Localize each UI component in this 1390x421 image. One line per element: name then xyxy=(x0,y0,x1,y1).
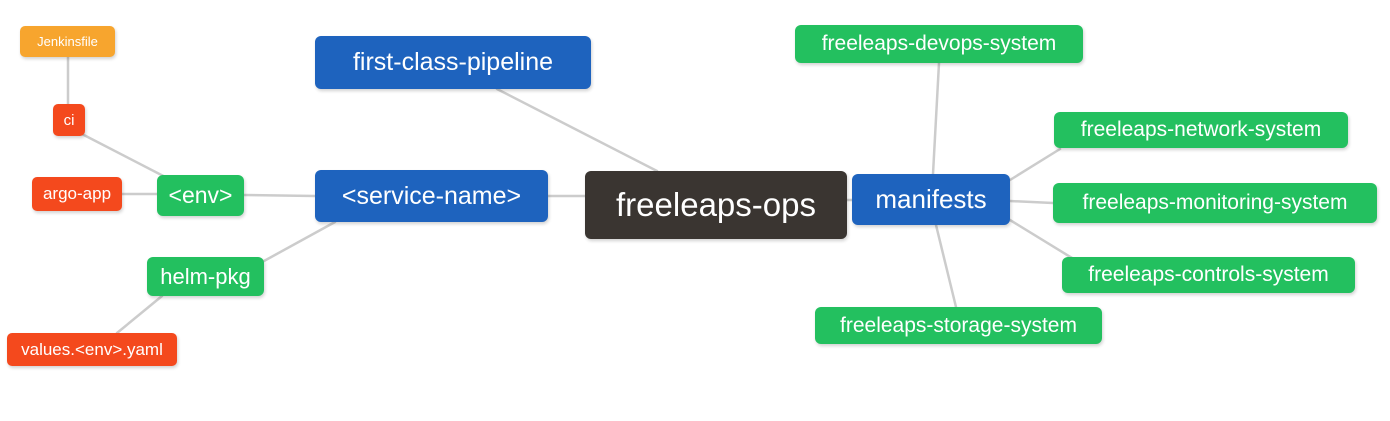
edge-pipeline-root xyxy=(495,87,659,173)
edge-manifests-devops xyxy=(931,61,941,176)
node-freeleaps-ops-root[interactable]: freeleaps-ops xyxy=(585,171,847,239)
edge-manifests-controls xyxy=(1008,218,1074,260)
node-ci[interactable]: ci xyxy=(53,104,85,136)
node-manifests[interactable]: manifests xyxy=(852,174,1010,225)
node-network-system[interactable]: freeleaps-network-system xyxy=(1054,112,1348,148)
node-argo-app[interactable]: argo-app xyxy=(32,177,122,211)
edge-manifests-storage xyxy=(934,223,958,309)
edge-manifests-monitoring xyxy=(1008,199,1055,205)
node-helm-pkg[interactable]: helm-pkg xyxy=(147,257,264,296)
edge-ci-env xyxy=(78,131,175,183)
node-values-env-yaml[interactable]: values.<env>.yaml xyxy=(7,333,177,366)
edge-env-servicename xyxy=(242,193,317,198)
node-storage-system[interactable]: freeleaps-storage-system xyxy=(815,307,1102,344)
node-service-name[interactable]: <service-name> xyxy=(315,170,548,222)
node-first-class-pipeline[interactable]: first-class-pipeline xyxy=(315,36,591,89)
node-jenkinsfile[interactable]: Jenkinsfile xyxy=(20,26,115,57)
node-devops-system[interactable]: freeleaps-devops-system xyxy=(795,25,1083,63)
edge-values-helmpkg xyxy=(115,294,164,335)
edge-helmpkg-servicename xyxy=(262,220,337,263)
node-monitoring-system[interactable]: freeleaps-monitoring-system xyxy=(1053,183,1377,223)
node-env[interactable]: <env> xyxy=(157,175,244,216)
edge-manifests-network xyxy=(1008,147,1062,182)
node-controls-system[interactable]: freeleaps-controls-system xyxy=(1062,257,1355,293)
